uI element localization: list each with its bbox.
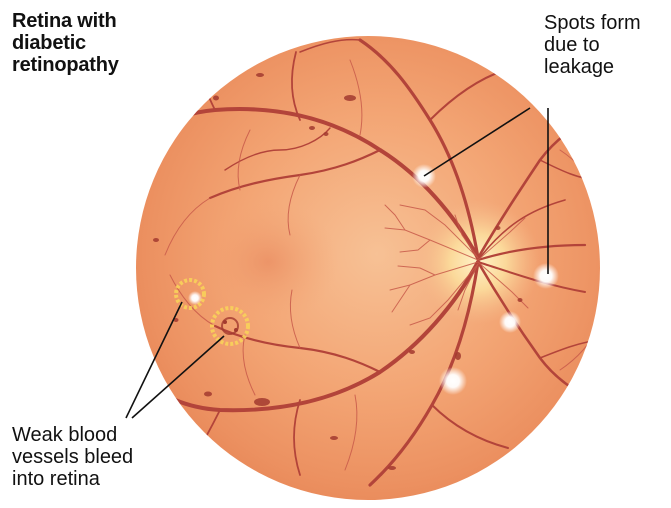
weak-vessels-label: Weak blood vessels bleed into retina <box>12 424 182 490</box>
fovea <box>198 200 338 324</box>
diagram-title: Retina with diabetic retinopathy <box>12 10 182 76</box>
spots-label: Spots form due to leakage <box>544 12 671 78</box>
